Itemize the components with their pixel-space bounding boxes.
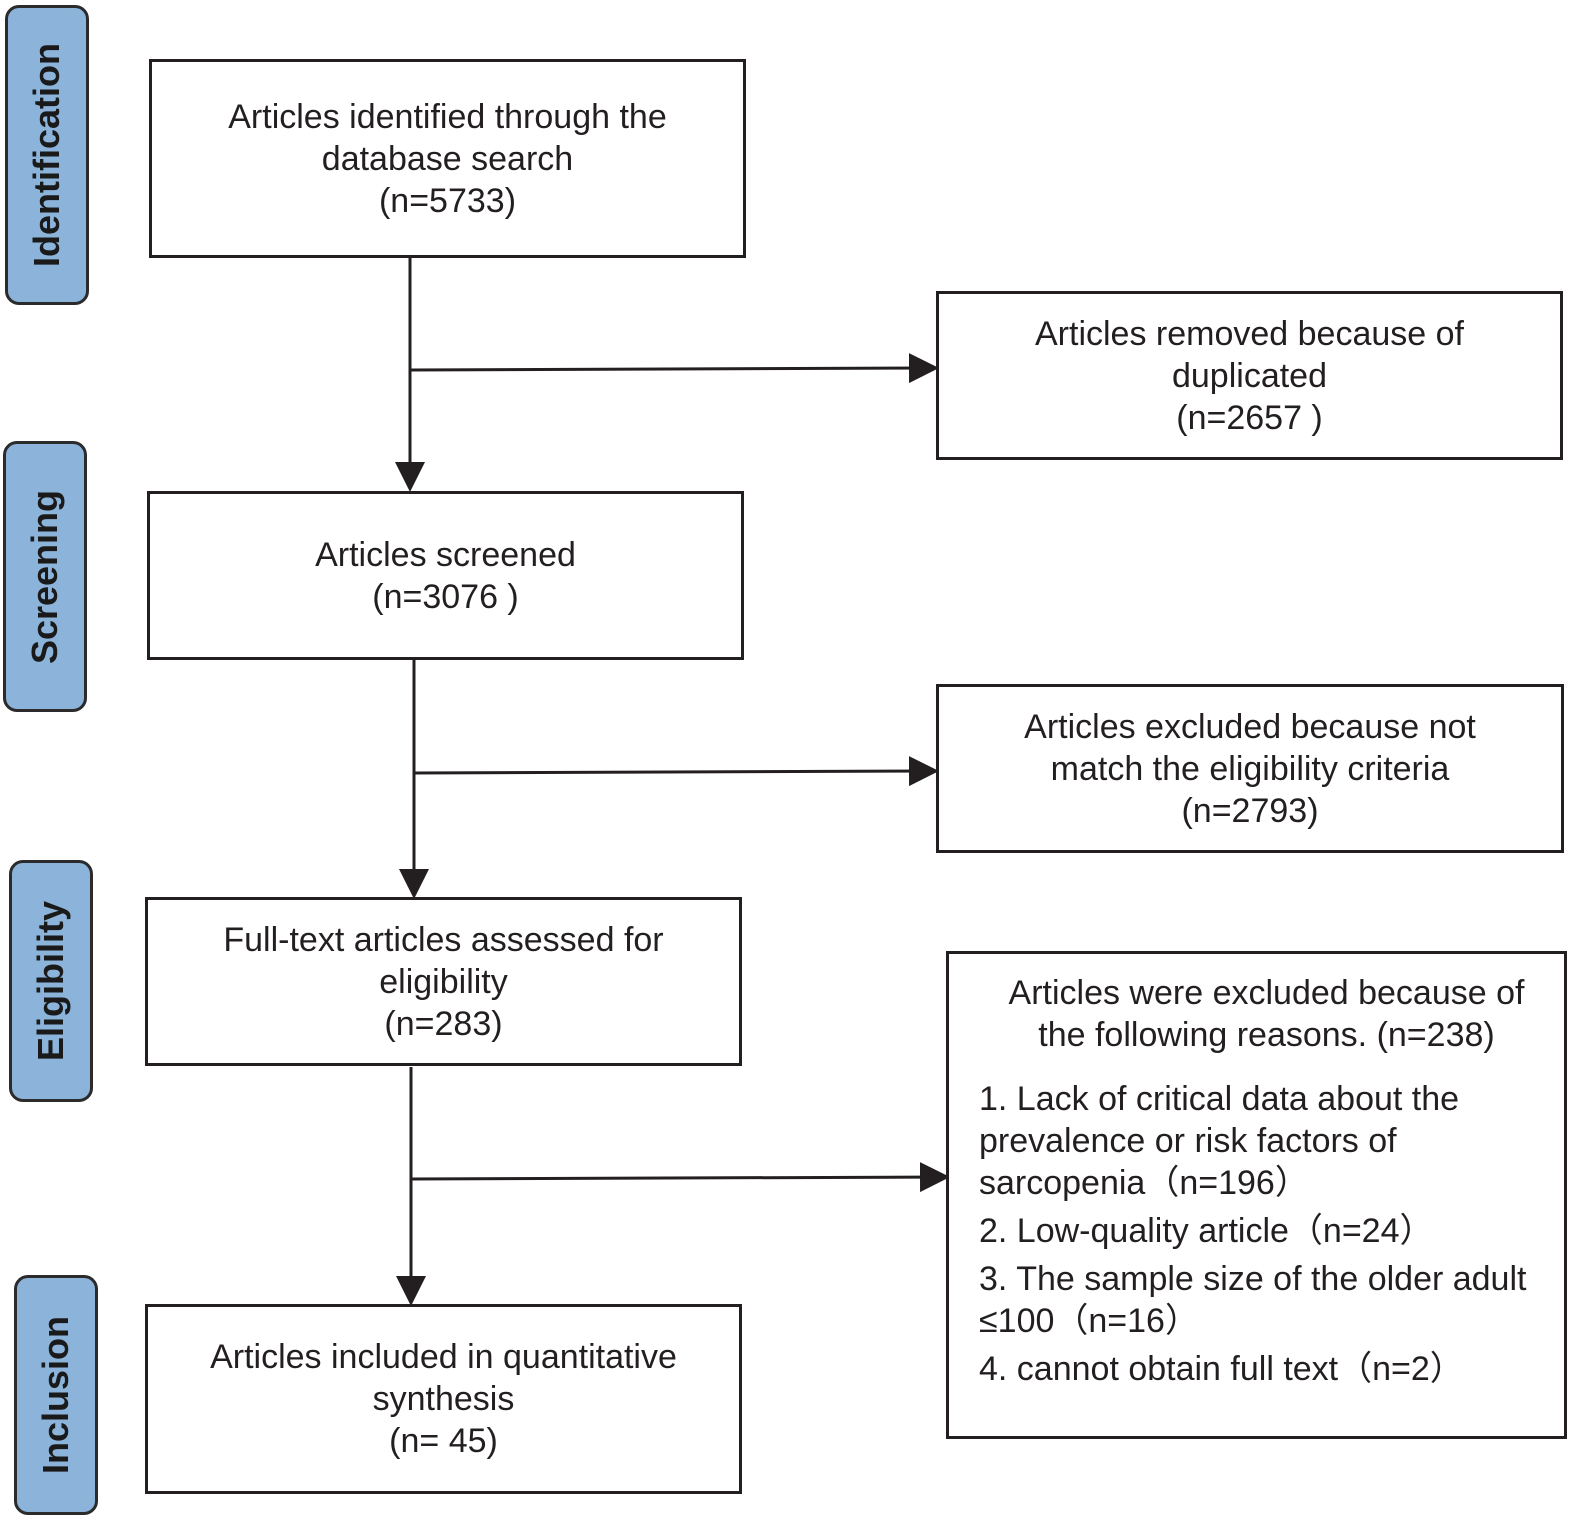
reason-1b: prevalence or risk factors of — [979, 1122, 1397, 1160]
box-identified: Articles identified through the database… — [149, 59, 746, 258]
box-duplicates: Articles removed because of duplicated (… — [936, 291, 1563, 460]
screened-line1: Articles screened — [315, 535, 576, 574]
identified-line2: database search — [321, 139, 574, 178]
box-fulltext: Full-text articles assessed for eligibil… — [145, 897, 742, 1066]
phase-identification: Identification — [5, 5, 89, 305]
duplicates-line2: duplicated — [1171, 356, 1327, 395]
excluded-criteria-line2: match the eligibility criteria — [1050, 749, 1450, 788]
duplicates-line1: Articles removed because of — [1035, 314, 1464, 353]
included-count: (n= 45) — [389, 1422, 498, 1460]
reason-1a: 1. Lack of critical data about the — [979, 1080, 1460, 1118]
arrow-to-excluded-reasons — [410, 1162, 950, 1193]
duplicates-count: (n=2657 ) — [1176, 398, 1323, 437]
screened-count: (n=3076 ) — [372, 577, 519, 616]
excluded-reasons-line1: Articles were excluded because of — [1008, 974, 1525, 1012]
reason-3a: 3. The sample size of the older adult — [979, 1260, 1527, 1298]
included-line2: synthesis — [372, 1380, 515, 1418]
reason-4: 4. cannot obtain full text（n=2） — [979, 1350, 1464, 1388]
excluded-criteria-count: (n=2793) — [1181, 791, 1319, 830]
fulltext-line2: eligibility — [379, 962, 508, 1001]
identified-count: (n=5733) — [378, 181, 517, 220]
box-screened: Articles screened (n=3076 ) — [147, 491, 744, 660]
reason-1c: sarcopenia（n=196） — [979, 1164, 1309, 1202]
arrow-to-duplicates — [409, 353, 939, 384]
phase-screening: Screening — [3, 441, 87, 712]
phase-eligibility: Eligibility — [9, 860, 93, 1102]
arrow-to-excluded-criteria — [413, 756, 939, 787]
fulltext-line1: Full-text articles assessed for — [223, 920, 664, 959]
fulltext-count: (n=283) — [384, 1004, 503, 1043]
box-included: Articles included in quantitative synthe… — [145, 1304, 742, 1494]
box-excluded-reasons: Articles were excluded because of the fo… — [946, 951, 1567, 1439]
box-excluded-criteria: Articles excluded because not match the … — [936, 684, 1564, 853]
excluded-criteria-line1: Articles excluded because not — [1024, 707, 1476, 746]
identified-line1: Articles identified through the — [228, 97, 667, 136]
included-line1: Articles included in quantitative — [210, 1338, 677, 1376]
excluded-reasons-line2: the following reasons. (n=238) — [1038, 1016, 1495, 1054]
reason-3b: ≤100（n=16） — [979, 1302, 1199, 1340]
phase-inclusion: Inclusion — [14, 1275, 98, 1515]
reason-2: 2. Low-quality article（n=24） — [979, 1212, 1434, 1250]
